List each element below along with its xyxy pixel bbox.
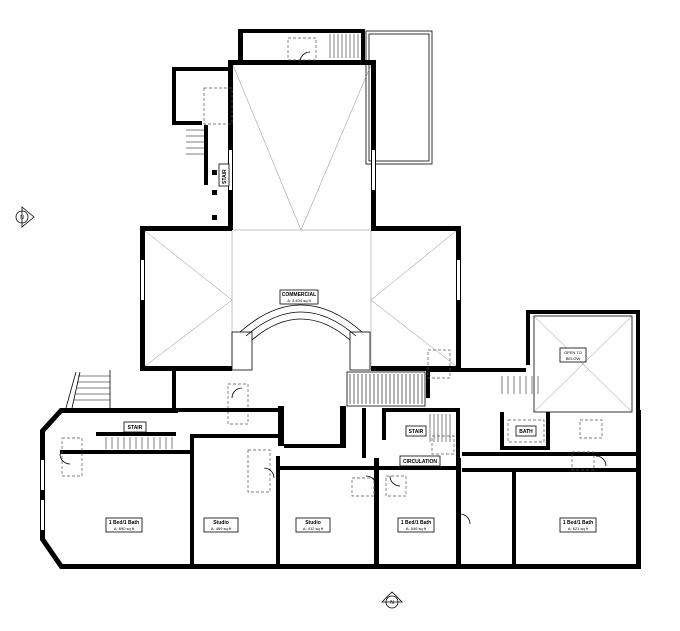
north-stair-tower	[238, 29, 365, 61]
bedbath-west-area: A: 690 sq ft	[114, 526, 135, 531]
studio-2-area: A: 412 sq ft	[303, 526, 324, 531]
bath-core-label: BATH	[519, 429, 533, 435]
roof-terrace-outline	[365, 30, 433, 165]
room-label-bedbath-west: 1 Bed/1 Bath A: 690 sq ft	[105, 517, 143, 533]
east-stair-treads	[501, 376, 539, 394]
open-below-label-1: OPEN TO	[564, 350, 582, 355]
west-vestibule	[172, 67, 233, 220]
stair-north-tag: STAIR	[218, 163, 230, 187]
open-to-below-room: OPEN TO BELOW	[501, 310, 640, 414]
studio-2-name: Studio	[305, 520, 321, 526]
stair-north-label: STAIR	[222, 169, 228, 184]
west-stair-treads	[105, 437, 173, 449]
north-arrow-south-label: N	[390, 600, 394, 606]
stair-center-label: STAIR	[409, 429, 424, 435]
west-stair: STAIR	[61, 370, 176, 477]
room-label-bedbath-mid: 1 Bed/1 Bath A: 546 sq ft	[397, 517, 435, 533]
west-curved-stair	[186, 129, 204, 155]
unit-fixtures	[247, 419, 603, 497]
central-lobby	[172, 349, 526, 448]
bedbath-west-name: 1 Bed/1 Bath	[109, 520, 139, 526]
circulation-label: CIRCULATION	[403, 459, 437, 465]
studio-1-name: Studio	[213, 520, 229, 526]
lobby-hatched-stair	[346, 371, 426, 407]
center-stair: STAIR	[362, 408, 460, 458]
commercial-area: A: 3,404 sq ft	[287, 298, 311, 303]
north-stair-treads	[329, 34, 359, 58]
commercial-name: COMMERCIAL	[282, 292, 316, 298]
center-stair-treads	[429, 414, 451, 442]
north-arrow-west-icon: N	[15, 206, 35, 228]
bath-core: BATH	[500, 412, 550, 450]
commercial-space	[140, 60, 461, 371]
room-label-commercial: COMMERCIAL A: 3,404 sq ft	[279, 289, 319, 305]
open-below-label-2: BELOW	[566, 356, 581, 361]
room-label-studio-1: Studio A: 469 sq ft	[203, 517, 239, 533]
bedbath-mid-name: 1 Bed/1 Bath	[401, 520, 431, 526]
bedbath-east-name: 1 Bed/1 Bath	[563, 520, 593, 526]
south-band-walls	[40, 408, 641, 569]
circulation-tag: CIRCULATION	[399, 455, 441, 467]
door-swings	[59, 51, 607, 525]
stair-west-label: STAIR	[128, 425, 143, 431]
studio-1-area: A: 469 sq ft	[211, 526, 232, 531]
bedbath-mid-area: A: 546 sq ft	[406, 526, 427, 531]
room-label-studio-2: Studio A: 412 sq ft	[295, 517, 331, 533]
north-arrow-west-label: N	[20, 215, 24, 221]
bedbath-east-area: A: 621 sq ft	[568, 526, 589, 531]
exterior-stair	[65, 370, 111, 409]
room-label-bedbath-east: 1 Bed/1 Bath A: 621 sq ft	[559, 517, 597, 533]
north-arrow-south-icon: N	[381, 591, 403, 609]
